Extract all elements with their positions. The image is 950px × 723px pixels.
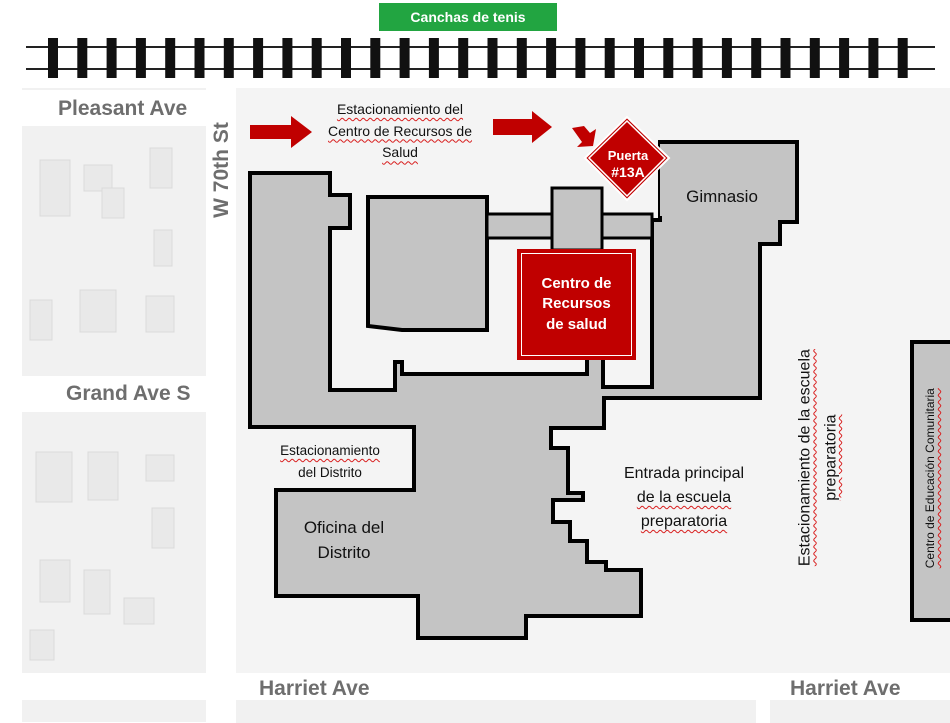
district-parking-line: Estacionamiento: [258, 440, 402, 462]
main-entrance-line: preparatoria: [598, 510, 770, 534]
hs-parking-label: Estacionamiento de la escuela preparator…: [792, 323, 843, 593]
railroad-tie: [311, 38, 322, 78]
community-ed-building: [910, 340, 950, 622]
street-grand: [22, 376, 206, 412]
railroad-tie: [634, 38, 644, 78]
gate-marker-outline: [587, 119, 667, 198]
hrc-parking-word: Salud: [382, 144, 418, 161]
railroad-tie: [780, 38, 791, 78]
main-entrance-area: [580, 460, 740, 540]
hrc-parking-line: Estacionamiento del: [310, 99, 490, 121]
hrc-parking-line: Centro de Recursos de: [310, 121, 490, 143]
hrc-parking-label: Estacionamiento del Centro de Recursos d…: [310, 99, 490, 164]
community-ed-text: Centro de Educación Comunitaria: [922, 388, 937, 569]
railroad-tie: [839, 38, 850, 78]
main-entrance-label: Entrada principal de la escuela preparat…: [598, 462, 770, 534]
tennis-courts-label: Canchas de tenis: [379, 3, 557, 31]
main-entrance-word: preparatoria: [640, 513, 728, 530]
hrc-parking-line: Salud: [310, 142, 490, 164]
railroad: [0, 36, 950, 80]
health-resource-center: Centro de Recursos de salud: [517, 249, 636, 360]
hrc-parking-word: Centro de Recursos de: [328, 122, 472, 139]
arrow-icon: [572, 126, 596, 147]
railroad-tie: [751, 38, 762, 78]
arrow-icon: [493, 111, 552, 143]
district-parking-label: Estacionamiento del Distrito: [258, 440, 402, 483]
gym-label: Gimnasio: [686, 187, 758, 206]
courtyard: [366, 195, 489, 332]
railroad-tie: [48, 38, 58, 78]
street-label-w70th: W 70th St: [210, 122, 233, 218]
railroad-tie: [341, 38, 351, 78]
gate-marker: [583, 115, 671, 202]
hs-parking-word: preparatoria: [822, 414, 839, 501]
railroad-tie: [604, 38, 615, 78]
connector-mid: [550, 186, 604, 252]
district-parking-word: Estacionamiento: [280, 443, 380, 458]
railroad-tie: [897, 38, 908, 78]
hrc-label-line: Centro de: [541, 275, 612, 293]
district-office-label: Oficina del Distrito: [278, 516, 410, 565]
railroad-tie: [194, 38, 205, 78]
railroad-tie: [516, 38, 527, 78]
railroad-tie: [692, 38, 703, 78]
community-ed-label: Centro de Educación Comunitaria: [923, 351, 937, 605]
hrc-parking-word: Estacionamiento del: [336, 101, 464, 117]
district-parking-line: del Distrito: [258, 462, 402, 484]
arrow-icon: [250, 116, 312, 148]
houses: [29, 147, 175, 661]
railroad-tie: [663, 38, 674, 78]
hs-parking-line: preparatoria: [818, 323, 844, 593]
hs-parking-word: Estacionamiento de la escuela: [796, 349, 814, 567]
railroad-tie: [487, 38, 498, 78]
hs-parking-line: Estacionamiento de la escuela: [792, 323, 818, 593]
main-entrance-line: de la escuela: [598, 486, 770, 510]
connector-right: [599, 212, 654, 240]
school-building: [248, 140, 799, 640]
district-office-line: Oficina del: [303, 518, 385, 537]
railroad-tie: [282, 38, 293, 78]
railroad-tie: [370, 38, 381, 78]
city-block: [770, 700, 950, 723]
railroad-tie: [399, 38, 410, 78]
street-label-harriet-right: Harriet Ave: [790, 677, 901, 700]
railroad-tie: [721, 38, 732, 78]
street-label-grand: Grand Ave S: [66, 382, 191, 405]
railroad-tie: [77, 38, 88, 78]
block-divider: [756, 690, 770, 723]
main-entrance-line: Entrada principal: [623, 465, 745, 482]
district-parking-word: del Distrito: [298, 464, 362, 480]
railroad-tie: [809, 38, 820, 78]
gate-label: Puerta #13A: [590, 148, 666, 180]
street-harriet: [22, 673, 950, 700]
district-office-line: Distrito: [317, 542, 371, 562]
street-pleasant: [22, 90, 206, 126]
hrc-label-line: de salud: [546, 315, 607, 333]
railroad-tie: [546, 38, 557, 78]
gate-label-line: Puerta: [607, 148, 649, 163]
railroad-tie: [868, 38, 879, 78]
main-entrance-word: de la escuela: [636, 489, 732, 506]
street-label-pleasant: Pleasant Ave: [58, 97, 188, 120]
connector-left: [485, 212, 554, 240]
railroad-tie: [106, 38, 117, 78]
hrc-label-line: Recursos: [542, 295, 611, 313]
railroad-tie: [253, 38, 264, 78]
street-w70th: [206, 88, 236, 723]
railroad-tie: [135, 38, 146, 78]
railroad-tie: [575, 38, 586, 78]
railroad-tie: [165, 38, 176, 78]
street-label-harriet-left: Harriet Ave: [259, 677, 370, 700]
railroad-tie: [458, 38, 469, 78]
gym-area: [660, 144, 780, 216]
railroad-tie: [428, 38, 439, 78]
city-block: [236, 700, 756, 723]
gate-label-number: #13A: [611, 163, 645, 180]
railroad-tie: [223, 38, 234, 78]
